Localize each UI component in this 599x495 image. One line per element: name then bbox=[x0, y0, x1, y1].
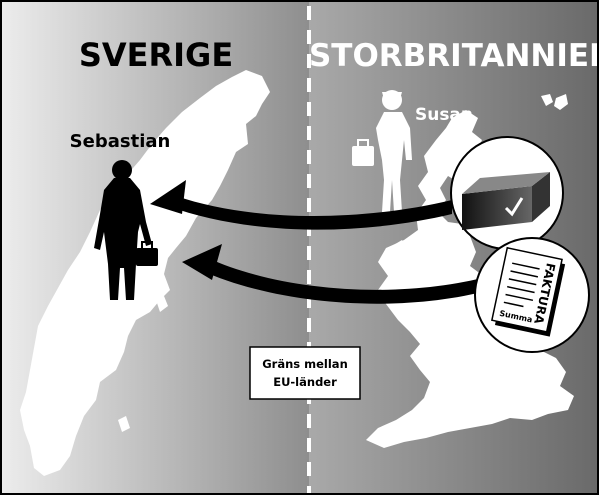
island bbox=[554, 94, 568, 110]
invoice-circle: FAKTURA Summa bbox=[474, 237, 590, 353]
invoice-document-icon: FAKTURA Summa bbox=[490, 246, 566, 337]
island bbox=[434, 152, 446, 166]
businesswoman-figure-icon bbox=[352, 90, 412, 212]
island bbox=[392, 240, 408, 258]
border-note-line1: Gräns mellan bbox=[262, 357, 348, 371]
invoice-flow-arrow bbox=[182, 244, 490, 304]
businessman-figure-icon bbox=[94, 160, 158, 300]
goods-circle bbox=[450, 136, 564, 250]
country-label-uk: STORBRITANNIEN bbox=[309, 38, 599, 74]
great-britain-map bbox=[366, 110, 574, 448]
package-icon bbox=[462, 172, 550, 230]
border-note-box: Gräns mellan EU-länder bbox=[249, 346, 361, 400]
sweden-map bbox=[20, 70, 270, 476]
country-label-sweden: SVERIGE bbox=[79, 36, 233, 74]
buyer-name: Sebastian bbox=[70, 131, 171, 152]
island bbox=[541, 94, 553, 106]
island bbox=[118, 416, 130, 432]
island bbox=[156, 296, 168, 312]
goods-flow-arrow bbox=[150, 180, 452, 230]
seller-name: Susan bbox=[415, 105, 473, 125]
border-note-line2: EU-länder bbox=[273, 375, 337, 389]
